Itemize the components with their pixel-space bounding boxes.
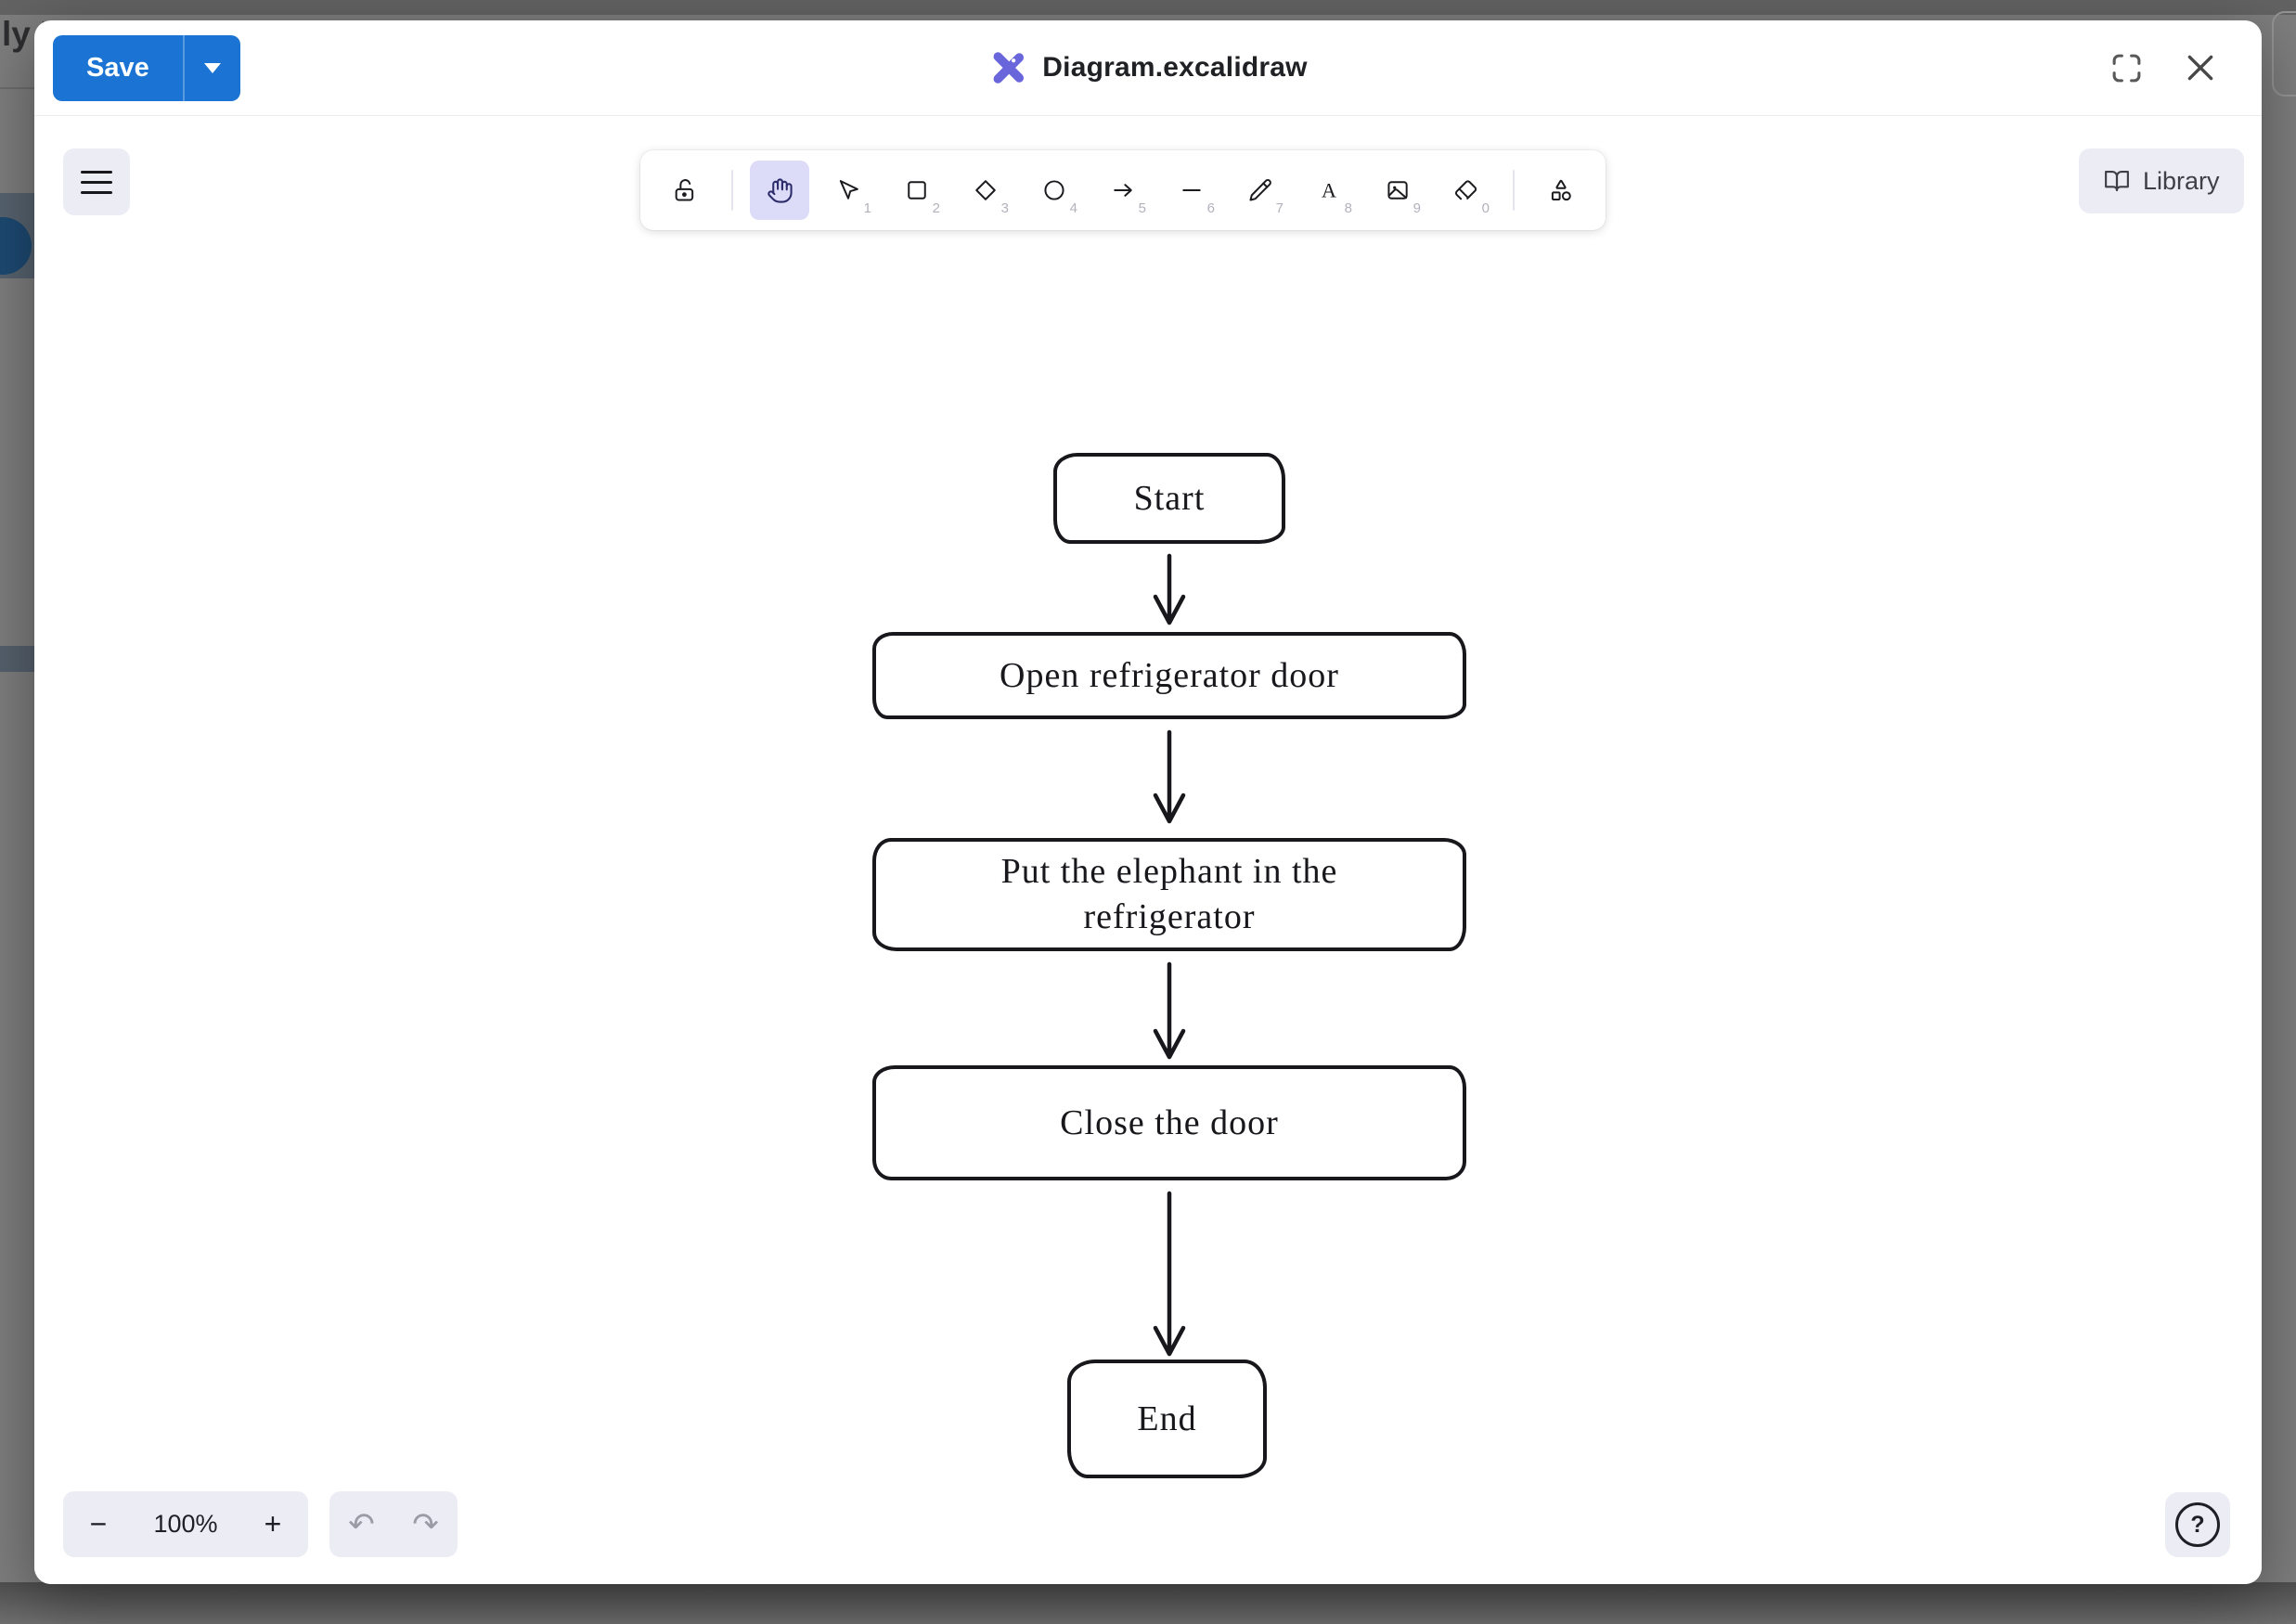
cursor-icon bbox=[839, 180, 858, 200]
modal-header: Save Diagram.excalidraw bbox=[34, 20, 2262, 116]
main-menu-button[interactable] bbox=[63, 148, 130, 215]
shapes-icon bbox=[1551, 179, 1571, 201]
close-icon bbox=[2187, 55, 2213, 81]
background-bottom-strip bbox=[0, 1582, 2296, 1624]
edge-put-close bbox=[1153, 961, 1186, 1060]
tool-line[interactable]: 6 bbox=[1162, 161, 1221, 220]
save-button-label: Save bbox=[86, 53, 149, 83]
save-options-button[interactable] bbox=[182, 35, 240, 101]
edge-open-put bbox=[1153, 729, 1186, 824]
edge-start-open bbox=[1153, 553, 1186, 625]
save-split-button[interactable]: Save bbox=[53, 35, 240, 101]
tool-selection[interactable]: 1 bbox=[819, 161, 878, 220]
background-row-band bbox=[0, 646, 35, 672]
undo-button[interactable]: ↶ bbox=[348, 1509, 375, 1540]
tool-toolbar: 1 2 3 4 bbox=[640, 150, 1606, 230]
node-label: Close the door bbox=[1060, 1102, 1279, 1142]
book-icon bbox=[2105, 170, 2129, 192]
question-mark-icon: ? bbox=[2175, 1502, 2220, 1547]
edge-close-end bbox=[1153, 1191, 1186, 1357]
save-button[interactable]: Save bbox=[53, 35, 183, 101]
excalidraw-canvas[interactable]: 1 2 3 4 bbox=[34, 116, 2262, 1584]
diamond-icon bbox=[975, 180, 996, 200]
flowchart-node-end[interactable]: End bbox=[1067, 1360, 1267, 1478]
fullscreen-icon bbox=[2112, 54, 2140, 82]
toolbar-divider bbox=[1513, 170, 1515, 211]
pencil-icon bbox=[1249, 179, 1271, 201]
toolbar-divider bbox=[731, 170, 733, 211]
node-label: Start bbox=[1133, 478, 1206, 518]
redo-button[interactable]: ↷ bbox=[412, 1509, 439, 1540]
zoom-controls: − 100% + bbox=[63, 1491, 308, 1557]
image-icon bbox=[1387, 181, 1408, 200]
excalidraw-logo-icon bbox=[993, 52, 1025, 84]
background-divider bbox=[0, 87, 37, 89]
node-label: Open refrigerator door bbox=[1000, 655, 1339, 695]
flowchart-node-start[interactable]: Start bbox=[1053, 453, 1285, 544]
document-title: Diagram.excalidraw bbox=[1042, 52, 1308, 83]
tool-eraser[interactable]: 0 bbox=[1437, 161, 1496, 220]
close-button[interactable] bbox=[2180, 47, 2221, 88]
chevron-down-icon bbox=[203, 63, 221, 73]
flowchart-node-open-door[interactable]: Open refrigerator door bbox=[872, 632, 1466, 719]
lock-open-icon bbox=[675, 179, 694, 201]
background-top-strip bbox=[0, 0, 2296, 15]
help-button[interactable]: ? bbox=[2165, 1492, 2230, 1557]
tool-text[interactable]: A 8 bbox=[1299, 161, 1359, 220]
history-controls: ↶ ↷ bbox=[329, 1491, 458, 1557]
undo-icon: ↶ bbox=[348, 1506, 375, 1542]
zoom-in-button[interactable]: + bbox=[247, 1499, 299, 1551]
menu-icon bbox=[81, 170, 112, 174]
flowchart-node-put-elephant[interactable]: Put the elephant in the refrigerator bbox=[872, 838, 1466, 951]
flowchart-node-close-door[interactable]: Close the door bbox=[872, 1065, 1466, 1180]
excalidraw-editor-modal: Save Diagram.excalidraw bbox=[34, 20, 2262, 1584]
rectangle-icon bbox=[908, 181, 926, 200]
tool-arrow[interactable]: 5 bbox=[1093, 161, 1153, 220]
tool-lock[interactable] bbox=[655, 161, 715, 220]
line-icon bbox=[1182, 189, 1201, 191]
zoom-out-button[interactable]: − bbox=[72, 1499, 124, 1551]
modal-title: Diagram.excalidraw bbox=[988, 20, 1308, 115]
window-controls bbox=[2106, 20, 2221, 115]
tool-image[interactable]: 9 bbox=[1368, 161, 1427, 220]
tool-rectangle[interactable]: 2 bbox=[887, 161, 947, 220]
minus-icon: − bbox=[89, 1507, 108, 1540]
tool-hand[interactable] bbox=[750, 161, 809, 220]
redo-icon: ↷ bbox=[412, 1506, 439, 1542]
tool-diamond[interactable]: 3 bbox=[956, 161, 1015, 220]
fullscreen-button[interactable] bbox=[2106, 47, 2147, 88]
hand-icon bbox=[767, 177, 793, 203]
zoom-level[interactable]: 100% bbox=[153, 1510, 218, 1538]
ellipse-icon bbox=[1044, 180, 1064, 200]
tool-ellipse[interactable]: 4 bbox=[1025, 161, 1084, 220]
background-card-outline bbox=[2272, 11, 2296, 97]
node-label: Put the elephant in the refrigerator bbox=[1000, 852, 1338, 936]
eraser-icon bbox=[1454, 180, 1477, 200]
tool-draw[interactable]: 7 bbox=[1231, 161, 1290, 220]
tool-more-shapes[interactable] bbox=[1531, 161, 1591, 220]
arrow-icon bbox=[1114, 184, 1132, 197]
svg-text:A: A bbox=[1322, 179, 1336, 202]
library-button[interactable]: Library bbox=[2079, 148, 2244, 213]
node-label: End bbox=[1137, 1398, 1197, 1438]
plus-icon: + bbox=[264, 1507, 282, 1540]
text-icon: A bbox=[1322, 179, 1336, 202]
library-button-label: Library bbox=[2143, 166, 2220, 195]
